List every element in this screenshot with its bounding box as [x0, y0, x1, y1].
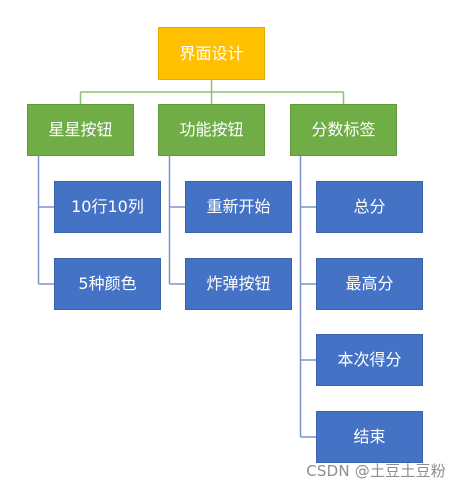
branch-node-function-buttons: 功能按钮: [158, 104, 265, 156]
leaf-node-best-score: 最高分: [316, 258, 423, 310]
leaf-node-bomb-button: 炸弹按钮: [185, 258, 292, 310]
leaf-node-end: 结束: [316, 411, 423, 463]
leaf-node-current-score: 本次得分: [316, 334, 423, 386]
root-node: 界面设计: [158, 27, 265, 80]
watermark-text: CSDN @土豆土豆粉: [306, 462, 446, 480]
leaf-node-5-colors: 5种颜色: [54, 258, 161, 310]
leaf-node-total-score: 总分: [316, 181, 423, 233]
branch-node-star-buttons: 星星按钮: [27, 104, 134, 156]
branch-node-score-labels: 分数标签: [290, 104, 397, 156]
leaf-node-10-rows-10-columns: 10行10列: [54, 181, 161, 233]
leaf-node-restart: 重新开始: [185, 181, 292, 233]
